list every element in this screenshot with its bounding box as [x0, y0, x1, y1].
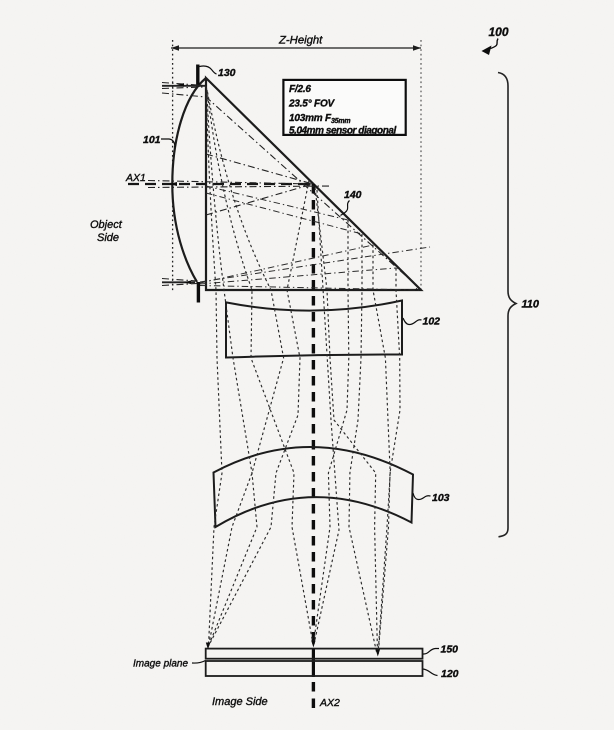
svg-text:23.5° FOV: 23.5° FOV [288, 99, 336, 110]
svg-text:150: 150 [441, 644, 459, 656]
svg-text:Side: Side [97, 232, 119, 244]
svg-text:100: 100 [489, 25, 509, 39]
svg-text:F/2.6: F/2.6 [289, 84, 311, 95]
svg-text:Object: Object [90, 219, 123, 231]
svg-text:140: 140 [344, 189, 362, 201]
svg-text:101: 101 [143, 134, 161, 146]
svg-text:AX1: AX1 [125, 172, 146, 184]
svg-text:102: 102 [423, 316, 441, 328]
svg-text:Image plane: Image plane [133, 659, 188, 670]
svg-text:AX2: AX2 [319, 697, 340, 709]
svg-text:110: 110 [522, 299, 540, 311]
svg-text:103: 103 [432, 492, 450, 504]
svg-text:Z-Height: Z-Height [278, 35, 323, 47]
svg-text:5.04mm sensor diagonal: 5.04mm sensor diagonal [289, 126, 396, 137]
svg-text:Image Side: Image Side [212, 696, 268, 708]
svg-text:120: 120 [441, 668, 459, 680]
svg-text:130: 130 [218, 67, 236, 79]
